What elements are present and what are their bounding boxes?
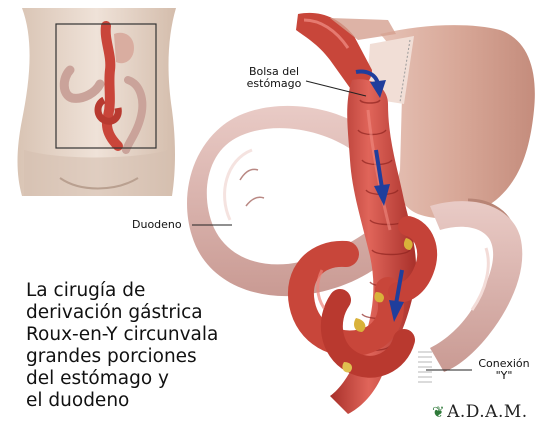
brand-name: A.D.A.M.: [447, 402, 528, 422]
caption-line: Roux-en-Y circunvala: [26, 324, 286, 346]
caption-line: derivación gástrica: [26, 302, 286, 324]
leaf-icon: ❦: [432, 403, 445, 421]
caption-line: el duodeno: [26, 390, 286, 412]
y-connection-staples: [418, 352, 432, 382]
label-stomach-pouch: Bolsa del estómago: [242, 66, 306, 90]
label-y-connection-line2: "Y": [472, 370, 536, 382]
brand-logo: ❦A.D.A.M.: [432, 402, 528, 422]
caption-text: La cirugía de derivación gástrica Roux-e…: [26, 280, 286, 412]
caption-line: grandes porciones: [26, 346, 286, 368]
label-duodenum: Duodeno: [132, 219, 182, 231]
label-stomach-pouch-line2: estómago: [242, 78, 306, 90]
caption-line: La cirugía de: [26, 280, 286, 302]
jejunum-limb-right: [430, 201, 522, 372]
torso-inset: [18, 6, 181, 196]
label-y-connection: Conexión "Y": [472, 358, 536, 382]
caption-line: del estómago y: [26, 368, 286, 390]
